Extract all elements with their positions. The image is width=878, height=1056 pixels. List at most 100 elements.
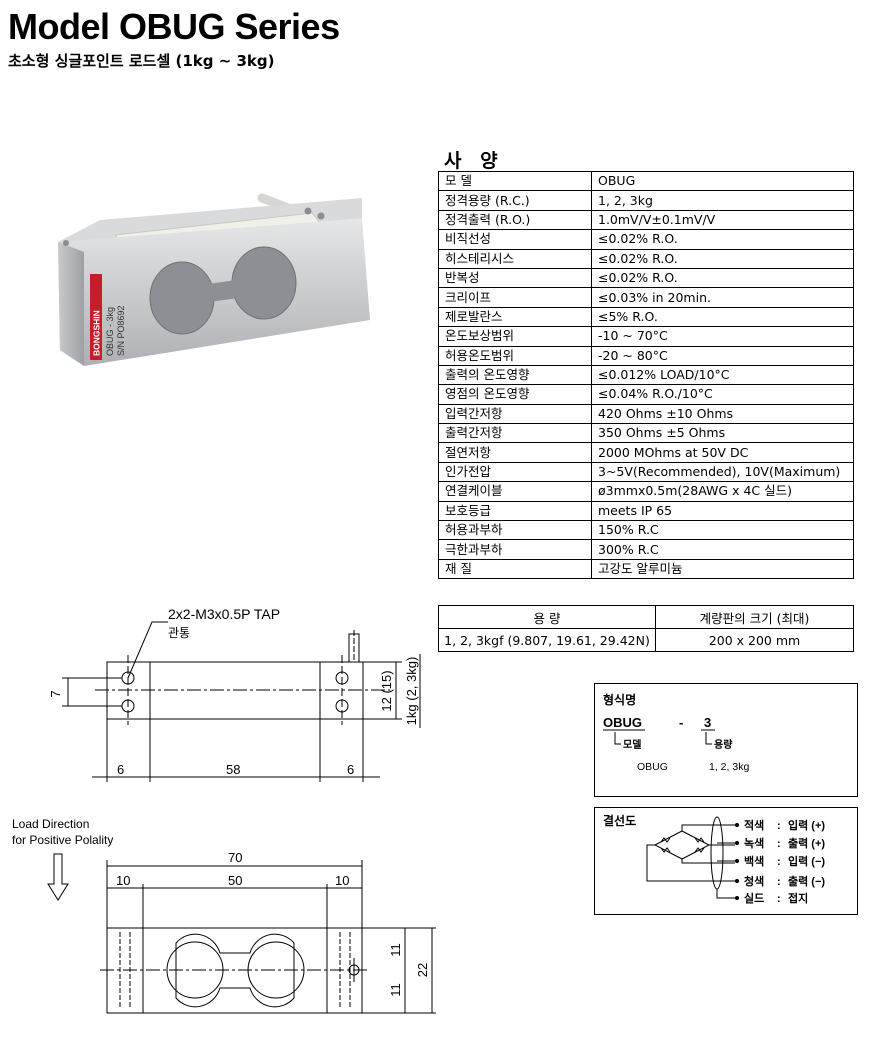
- spec-value: 1, 2, 3kg: [591, 190, 854, 211]
- bore-bridge: [189, 277, 257, 305]
- spec-key: 영점의 온도영향: [438, 384, 592, 405]
- dim-capacity-height: 1kg (2, 3kg): [404, 657, 419, 726]
- wire-color: 청색: [744, 874, 764, 888]
- spec-row: 영점의 온도영향≤0.04% R.O./10°C: [438, 384, 854, 405]
- spec-row: 허용온도범위-20 ~ 80°C: [438, 345, 854, 366]
- label-serial: S/N PO8692: [116, 305, 126, 356]
- wire-separator: :: [777, 893, 781, 905]
- screw-icon: [304, 207, 312, 215]
- wiring-title: 결선도: [603, 813, 636, 828]
- dim-10-left: 10: [116, 873, 130, 888]
- product-photo: BONGSHIN OBUG - 3kg S/N PO8692: [58, 193, 370, 366]
- spec-key: 정격출력 (R.O.): [438, 209, 592, 231]
- spec-value: ≤0.04% R.O./10°C: [591, 384, 854, 405]
- spec-key: 크리이프: [438, 287, 592, 308]
- screw-icon: [63, 240, 69, 246]
- tap-hole: [335, 699, 349, 713]
- spec-row: 크리이프≤0.03% in 20min.: [438, 287, 854, 308]
- platform-size-value: 200 x 200 mm: [655, 628, 854, 652]
- spec-value: -10 ~ 70°C: [591, 326, 854, 347]
- wire-role: 입력 (−): [788, 855, 825, 868]
- spec-key: 모 델: [438, 170, 592, 192]
- spec-value: ≤0.02% R.O.: [591, 229, 854, 250]
- dim-22: 22: [415, 963, 430, 977]
- wire-role: 입력 (+): [788, 819, 825, 832]
- load-direction-line1: Load Direction: [12, 817, 89, 831]
- wire-color: 적색: [744, 818, 764, 832]
- dim-7: 7: [48, 690, 63, 697]
- model-code-part2: 3: [704, 715, 711, 730]
- spec-key: 온도보상범위: [438, 326, 592, 347]
- load-direction-line2: for Positive Polality: [12, 833, 113, 847]
- spec-value: ≤0.02% R.O.: [591, 267, 854, 289]
- spec-key: 절연저항: [438, 442, 592, 463]
- wire-separator: :: [777, 820, 781, 832]
- spec-key: 허용온도범위: [438, 345, 592, 366]
- spec-value: ≤0.02% R.O.: [591, 248, 854, 269]
- spec-key: 허용과부하: [438, 520, 592, 541]
- model-code-dash: -: [679, 715, 683, 730]
- capacity-header: 용 량: [438, 605, 656, 629]
- dim-10-right: 10: [335, 873, 349, 888]
- spec-key: 재 질: [438, 558, 592, 580]
- capacity-header-row: 용 량 계량판의 크기 (최대): [438, 605, 854, 629]
- tap-note: 2x2-M3x0.5P TAP: [168, 606, 280, 622]
- wire-role: 출력 (−): [788, 874, 825, 888]
- top-view-drawing: 2x2-M3x0.5P TAP 관통 7 12 (15) 1kg (2, 3kg…: [48, 606, 421, 782]
- wire-terminal-dot: [735, 879, 739, 883]
- dim-6-right: 6: [347, 762, 354, 777]
- platform-size-header: 계량판의 크기 (최대): [655, 605, 854, 629]
- label-model: OBUG - 3kg: [105, 307, 115, 356]
- dim-58: 58: [226, 762, 240, 777]
- model-code-example-capacity: 1, 2, 3kg: [709, 761, 749, 773]
- spec-key: 비직선성: [438, 229, 592, 250]
- wire-terminal-dot: [735, 841, 739, 845]
- spec-key: 제로발란스: [438, 306, 592, 328]
- dim-70: 70: [228, 850, 242, 865]
- spec-value: meets IP 65: [591, 500, 854, 522]
- wire-terminal-dot: [735, 823, 739, 827]
- spec-key: 히스테리시스: [438, 248, 592, 269]
- spec-value: 2000 MOhms at 50V DC: [591, 442, 854, 463]
- wire-color: 백색: [744, 854, 764, 868]
- wire-color: 실드: [744, 891, 764, 905]
- wire-separator: :: [777, 856, 781, 868]
- spec-key: 반복성: [438, 267, 592, 289]
- spec-value: 1.0mV/V±0.1mV/V: [591, 209, 854, 231]
- side-face: [58, 242, 84, 366]
- spec-value: -20 ~ 80°C: [591, 345, 854, 366]
- spec-key: 출력의 온도영향: [438, 364, 592, 386]
- screw-icon: [317, 212, 325, 220]
- model-code-title: 형식명: [603, 692, 636, 707]
- spec-key: 연결케이블: [438, 481, 592, 502]
- label-brand: BONGSHIN: [92, 310, 102, 356]
- page-title: Model OBUG Series: [8, 6, 340, 47]
- load-arrow-icon: [47, 853, 69, 901]
- spec-key: 인가전압: [438, 461, 592, 483]
- spec-key: 극한과부하: [438, 539, 592, 560]
- dim-50: 50: [228, 873, 242, 888]
- through-note: 관통: [168, 626, 190, 640]
- dim-11-upper: 11: [388, 943, 403, 957]
- spec-value: 350 Ohms ±5 Ohms: [591, 423, 854, 444]
- model-code-example-model: OBUG: [637, 761, 668, 773]
- model-code-label-model: 모델: [623, 739, 641, 751]
- spec-key: 입력간저항: [438, 403, 592, 425]
- spec-key: 출력간저항: [438, 423, 592, 444]
- spec-row: 출력의 온도영향≤0.012% LOAD/10°C: [438, 364, 854, 386]
- spec-value: ≤0.012% LOAD/10°C: [591, 364, 854, 386]
- spec-row: 반복성≤0.02% R.O.: [438, 267, 854, 289]
- wire-color: 녹색: [744, 836, 764, 850]
- wire-terminal-dot: [735, 896, 739, 900]
- model-code-part1: OBUG: [603, 715, 642, 730]
- wire-terminal-dot: [735, 859, 739, 863]
- model-code-box: 형식명 OBUG - 3 모델 용량 OBUG 1, 2, 3kg: [594, 683, 858, 797]
